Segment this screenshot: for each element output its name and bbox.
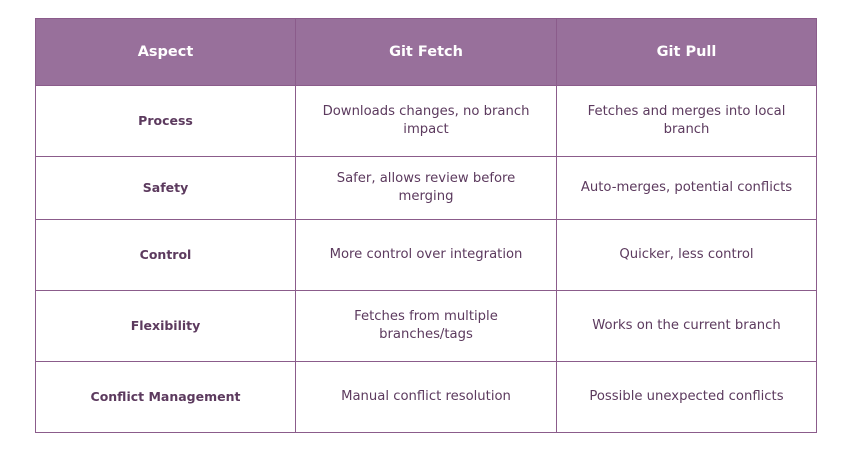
table-row-process: Process Downloads changes, no branch imp… — [35, 85, 817, 157]
git-pull-cell: Works on the current branch — [556, 290, 817, 362]
git-fetch-cell: Safer, allows review before merging — [295, 156, 557, 220]
table-row-flexibility: Flexibility Fetches from multiple branch… — [35, 290, 817, 362]
git-fetch-cell: More control over integration — [295, 219, 557, 291]
git-fetch-cell: Downloads changes, no branch impact — [295, 85, 557, 157]
header-git-pull: Git Pull — [556, 18, 817, 86]
table-body: Process Downloads changes, no branch imp… — [35, 85, 817, 433]
header-git-fetch: Git Fetch — [295, 18, 557, 86]
git-pull-cell: Fetches and merges into local branch — [556, 85, 817, 157]
table-row-safety: Safety Safer, allows review before mergi… — [35, 156, 817, 220]
table-row-conflict-management: Conflict Management Manual conflict reso… — [35, 361, 817, 433]
git-fetch-cell: Manual conflict resolution — [295, 361, 557, 433]
aspect-cell: Conflict Management — [35, 361, 296, 433]
aspect-cell: Process — [35, 85, 296, 157]
aspect-cell: Safety — [35, 156, 296, 220]
header-aspect: Aspect — [35, 18, 296, 86]
aspect-cell: Flexibility — [35, 290, 296, 362]
git-pull-cell: Quicker, less control — [556, 219, 817, 291]
table-header: Aspect Git Fetch Git Pull — [35, 18, 817, 86]
git-fetch-cell: Fetches from multiple branches/tags — [295, 290, 557, 362]
header-row: Aspect Git Fetch Git Pull — [35, 18, 817, 86]
aspect-cell: Control — [35, 219, 296, 291]
table-row-control: Control More control over integration Qu… — [35, 219, 817, 291]
git-pull-cell: Possible unexpected conflicts — [556, 361, 817, 433]
comparison-table: Aspect Git Fetch Git Pull Process Downlo… — [35, 18, 817, 433]
git-pull-cell: Auto-merges, potential conflicts — [556, 156, 817, 220]
